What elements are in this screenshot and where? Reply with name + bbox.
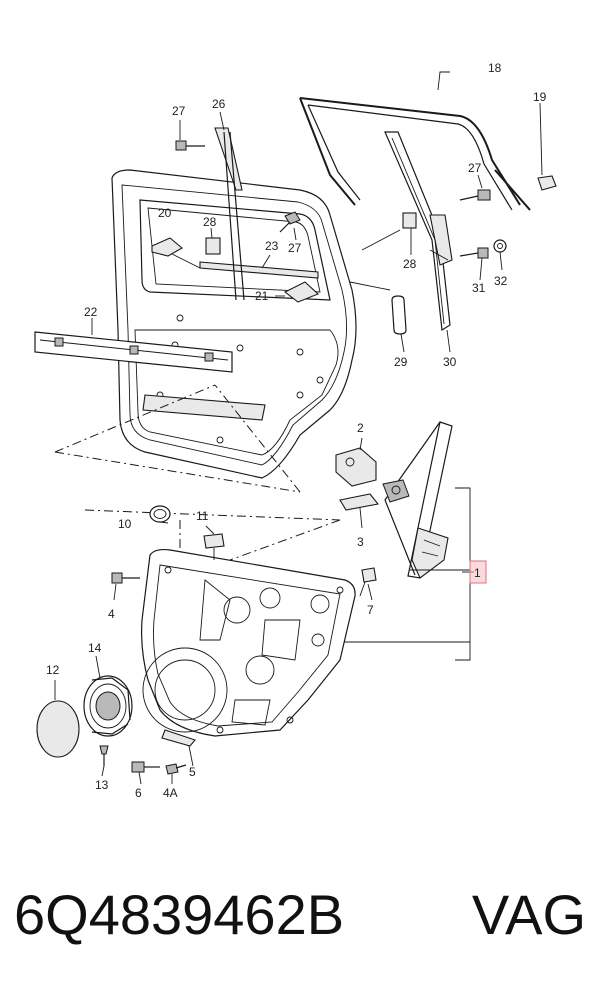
window-run-channel [299, 97, 531, 211]
callout-14: 14 [88, 641, 102, 655]
callout-31: 31 [472, 281, 486, 295]
callout-highlight-box [469, 560, 487, 584]
assembly-carrier [111, 505, 377, 737]
window-regulator [335, 421, 471, 661]
motor-and-handle [335, 447, 410, 511]
callout-29: 29 [394, 355, 408, 369]
callout-2: 2 [357, 421, 364, 435]
callout-30: 30 [443, 355, 457, 369]
inner-weatherstrip [34, 331, 233, 373]
callout-6: 6 [135, 786, 142, 800]
footer: 6Q4839462B VAG [0, 870, 600, 980]
callout-27-top: 27 [172, 104, 186, 118]
callout-20: 20 [158, 206, 172, 220]
door-shell [111, 127, 357, 479]
part-number: 6Q4839462B [14, 883, 345, 946]
callout-27-mid: 27 [288, 241, 302, 255]
callout-21: 21 [255, 289, 269, 303]
callout-7: 7 [367, 603, 374, 617]
callout-26: 26 [212, 97, 226, 111]
callout-13: 13 [95, 778, 109, 792]
small-parts [151, 140, 557, 335]
callout-10: 10 [118, 517, 132, 531]
fastener-screws [131, 729, 196, 775]
speaker-assembly [36, 675, 133, 766]
callout-19: 19 [533, 90, 547, 104]
leader-lines [54, 71, 543, 785]
callout-3: 3 [357, 535, 364, 549]
callout-labels: 1 2 3 4 4A 5 6 7 10 11 12 13 14 18 19 20… [46, 61, 547, 800]
callout-28-left: 28 [203, 215, 217, 229]
exploded-parts-diagram: 1 2 3 4 4A 5 6 7 10 11 12 13 14 18 19 20… [34, 61, 557, 800]
callout-32: 32 [494, 274, 508, 288]
callout-11: 11 [196, 509, 209, 523]
callout-27-right: 27 [468, 161, 482, 175]
callout-4: 4 [108, 607, 115, 621]
callout-23: 23 [265, 239, 279, 253]
callout-18: 18 [488, 61, 502, 75]
brand-name: VAG [471, 883, 586, 946]
callout-28-right: 28 [403, 257, 417, 271]
callout-4a: 4A [163, 786, 178, 800]
callout-5: 5 [189, 765, 196, 779]
callout-22: 22 [84, 305, 98, 319]
callout-12: 12 [46, 663, 60, 677]
glass-guide-rail [384, 131, 453, 332]
callout-1: 1 [474, 566, 481, 580]
